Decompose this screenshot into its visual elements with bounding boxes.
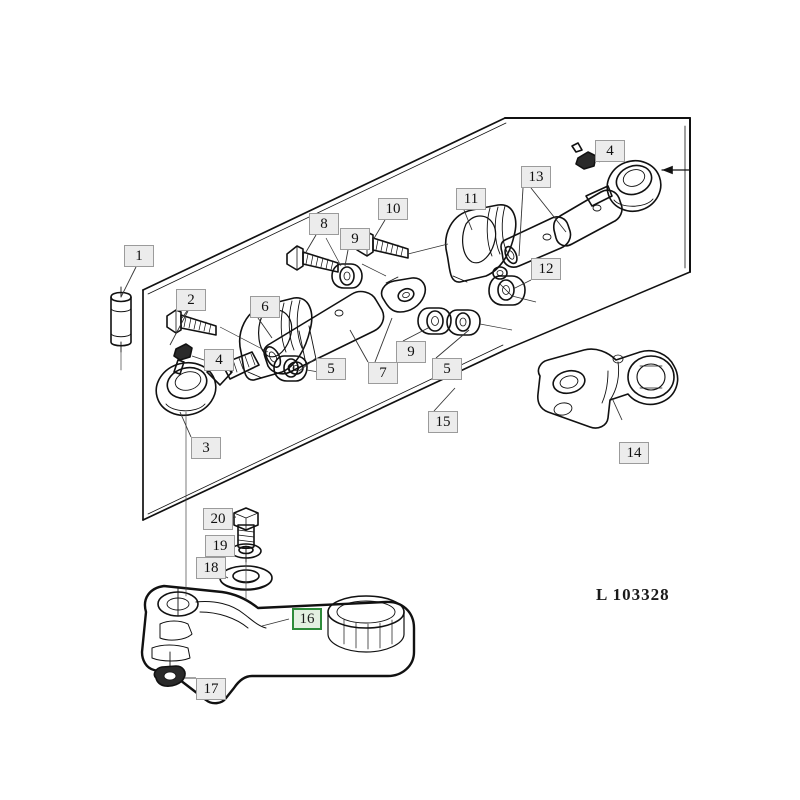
part-4a-grease-fitting [173,343,193,375]
part-9b-washer [417,307,452,335]
leader-3 [179,411,192,438]
callout-19-washer[interactable]: 19 [205,535,235,557]
part-20-hex-bolt [233,507,259,563]
callout-label: 9 [351,230,359,247]
leader-12-ext [511,295,537,303]
leader-1 [120,266,137,298]
leader-5a [298,357,317,372]
callout-14-steering-arm[interactable]: 14 [619,442,649,464]
leader-15 [433,387,456,412]
callout-label: 7 [379,364,387,381]
leader-9b [402,326,431,342]
callout-label: 4 [215,351,223,368]
part-9a-washer [331,263,363,289]
leader-2-ext [219,326,269,353]
part-8-hex-bolt [286,245,339,273]
part-14-steering-arm [537,348,679,429]
leader-12 [512,279,532,290]
callout-13-drag-link[interactable]: 13 [521,166,551,188]
alignment-axes [120,351,247,601]
leader-9-ext2 [361,263,387,277]
part-7-tie-rod-tube [263,290,385,375]
leader-14 [611,397,623,421]
part-12-lock-nut [488,275,526,306]
callout-7-tie-rod-tube[interactable]: 7 [368,362,398,384]
leader-11 [463,209,473,231]
callout-label: 19 [212,537,228,554]
callout-label: 16 [299,610,315,627]
leader-9a-ext [325,237,342,267]
leader-8 [305,234,317,253]
leader-2b [169,310,189,346]
leader-4a [191,355,205,361]
callout-label: 12 [538,260,554,277]
part-13-ball-joint-end [585,159,662,213]
callout-label: 15 [435,413,451,430]
callout-label: 10 [385,200,401,217]
leader-5b [435,329,470,359]
callout-8-hex-bolt[interactable]: 8 [309,213,339,235]
callout-label: 1 [135,247,143,264]
callout-label: 3 [202,439,210,456]
callout-4a-grease-fitting[interactable]: 4 [204,349,234,371]
callout-label: 5 [327,360,335,377]
callout-9b-washer[interactable]: 9 [396,341,426,363]
callout-label: 13 [528,168,544,185]
callout-label: 6 [261,298,269,315]
callout-label: 11 [463,190,479,207]
part-5a-lock-nut [273,355,308,382]
leader-10-ext [407,243,449,255]
part-5b-lock-nut [446,309,481,336]
leader-10 [372,219,386,241]
callout-9a-washer[interactable]: 9 [340,228,370,250]
leader-5b-ext [479,323,513,331]
callout-20-hex-bolt[interactable]: 20 [203,508,233,530]
callout-label: 14 [626,444,642,461]
callout-16-spindle-housing[interactable]: 16 [292,608,322,630]
callout-2-hex-bolt[interactable]: 2 [176,289,206,311]
callout-label: 4 [606,142,614,159]
callout-3-tie-rod-end[interactable]: 3 [191,437,221,459]
leader-16 [261,618,290,627]
callout-label: 5 [443,360,451,377]
callout-label: 8 [320,215,328,232]
callout-label: 18 [203,559,219,576]
leader-9a [344,249,349,267]
part-2-hex-bolt [166,309,217,336]
callout-11-clamp[interactable]: 11 [456,188,486,210]
part-4b-grease-fitting [571,142,597,170]
callout-6-clamp[interactable]: 6 [250,296,280,318]
leader-6 [257,317,273,339]
callout-5b-lock-nut[interactable]: 5 [432,358,462,380]
part-13-drag-link-lower [500,216,572,268]
part-17-grease-fitting [153,651,186,687]
part-13-drag-link-upper [552,189,623,247]
diagram-caption: L 103328 [596,585,670,604]
callout-label: 17 [203,680,219,697]
callout-label: 20 [210,510,226,527]
assembly-direction-arrow [661,151,691,175]
callout-5a-lock-nut[interactable]: 5 [316,358,346,380]
callout-10-hex-bolt[interactable]: 10 [378,198,408,220]
callout-1-pivot-pin[interactable]: 1 [124,245,154,267]
callout-18-thrust-washer[interactable]: 18 [196,557,226,579]
callout-4b-grease-fitting[interactable]: 4 [595,140,625,162]
callout-17-grease-fitting[interactable]: 17 [196,678,226,700]
part-7b-rod-socket [380,276,427,313]
leader-7a [349,329,369,363]
leader-13b [530,187,567,233]
callout-12-lock-nut[interactable]: 12 [531,258,561,280]
part-11-clamp [445,204,517,283]
part-16-spindle-housing [140,584,416,705]
callout-15-frame-reference[interactable]: 15 [428,411,458,433]
leader-13a [518,187,524,257]
leader-7b [374,317,393,363]
frame-outline [142,117,691,521]
callout-label: 9 [407,343,415,360]
callout-label: 2 [187,291,195,308]
part-1-pivot-pin [110,286,132,353]
